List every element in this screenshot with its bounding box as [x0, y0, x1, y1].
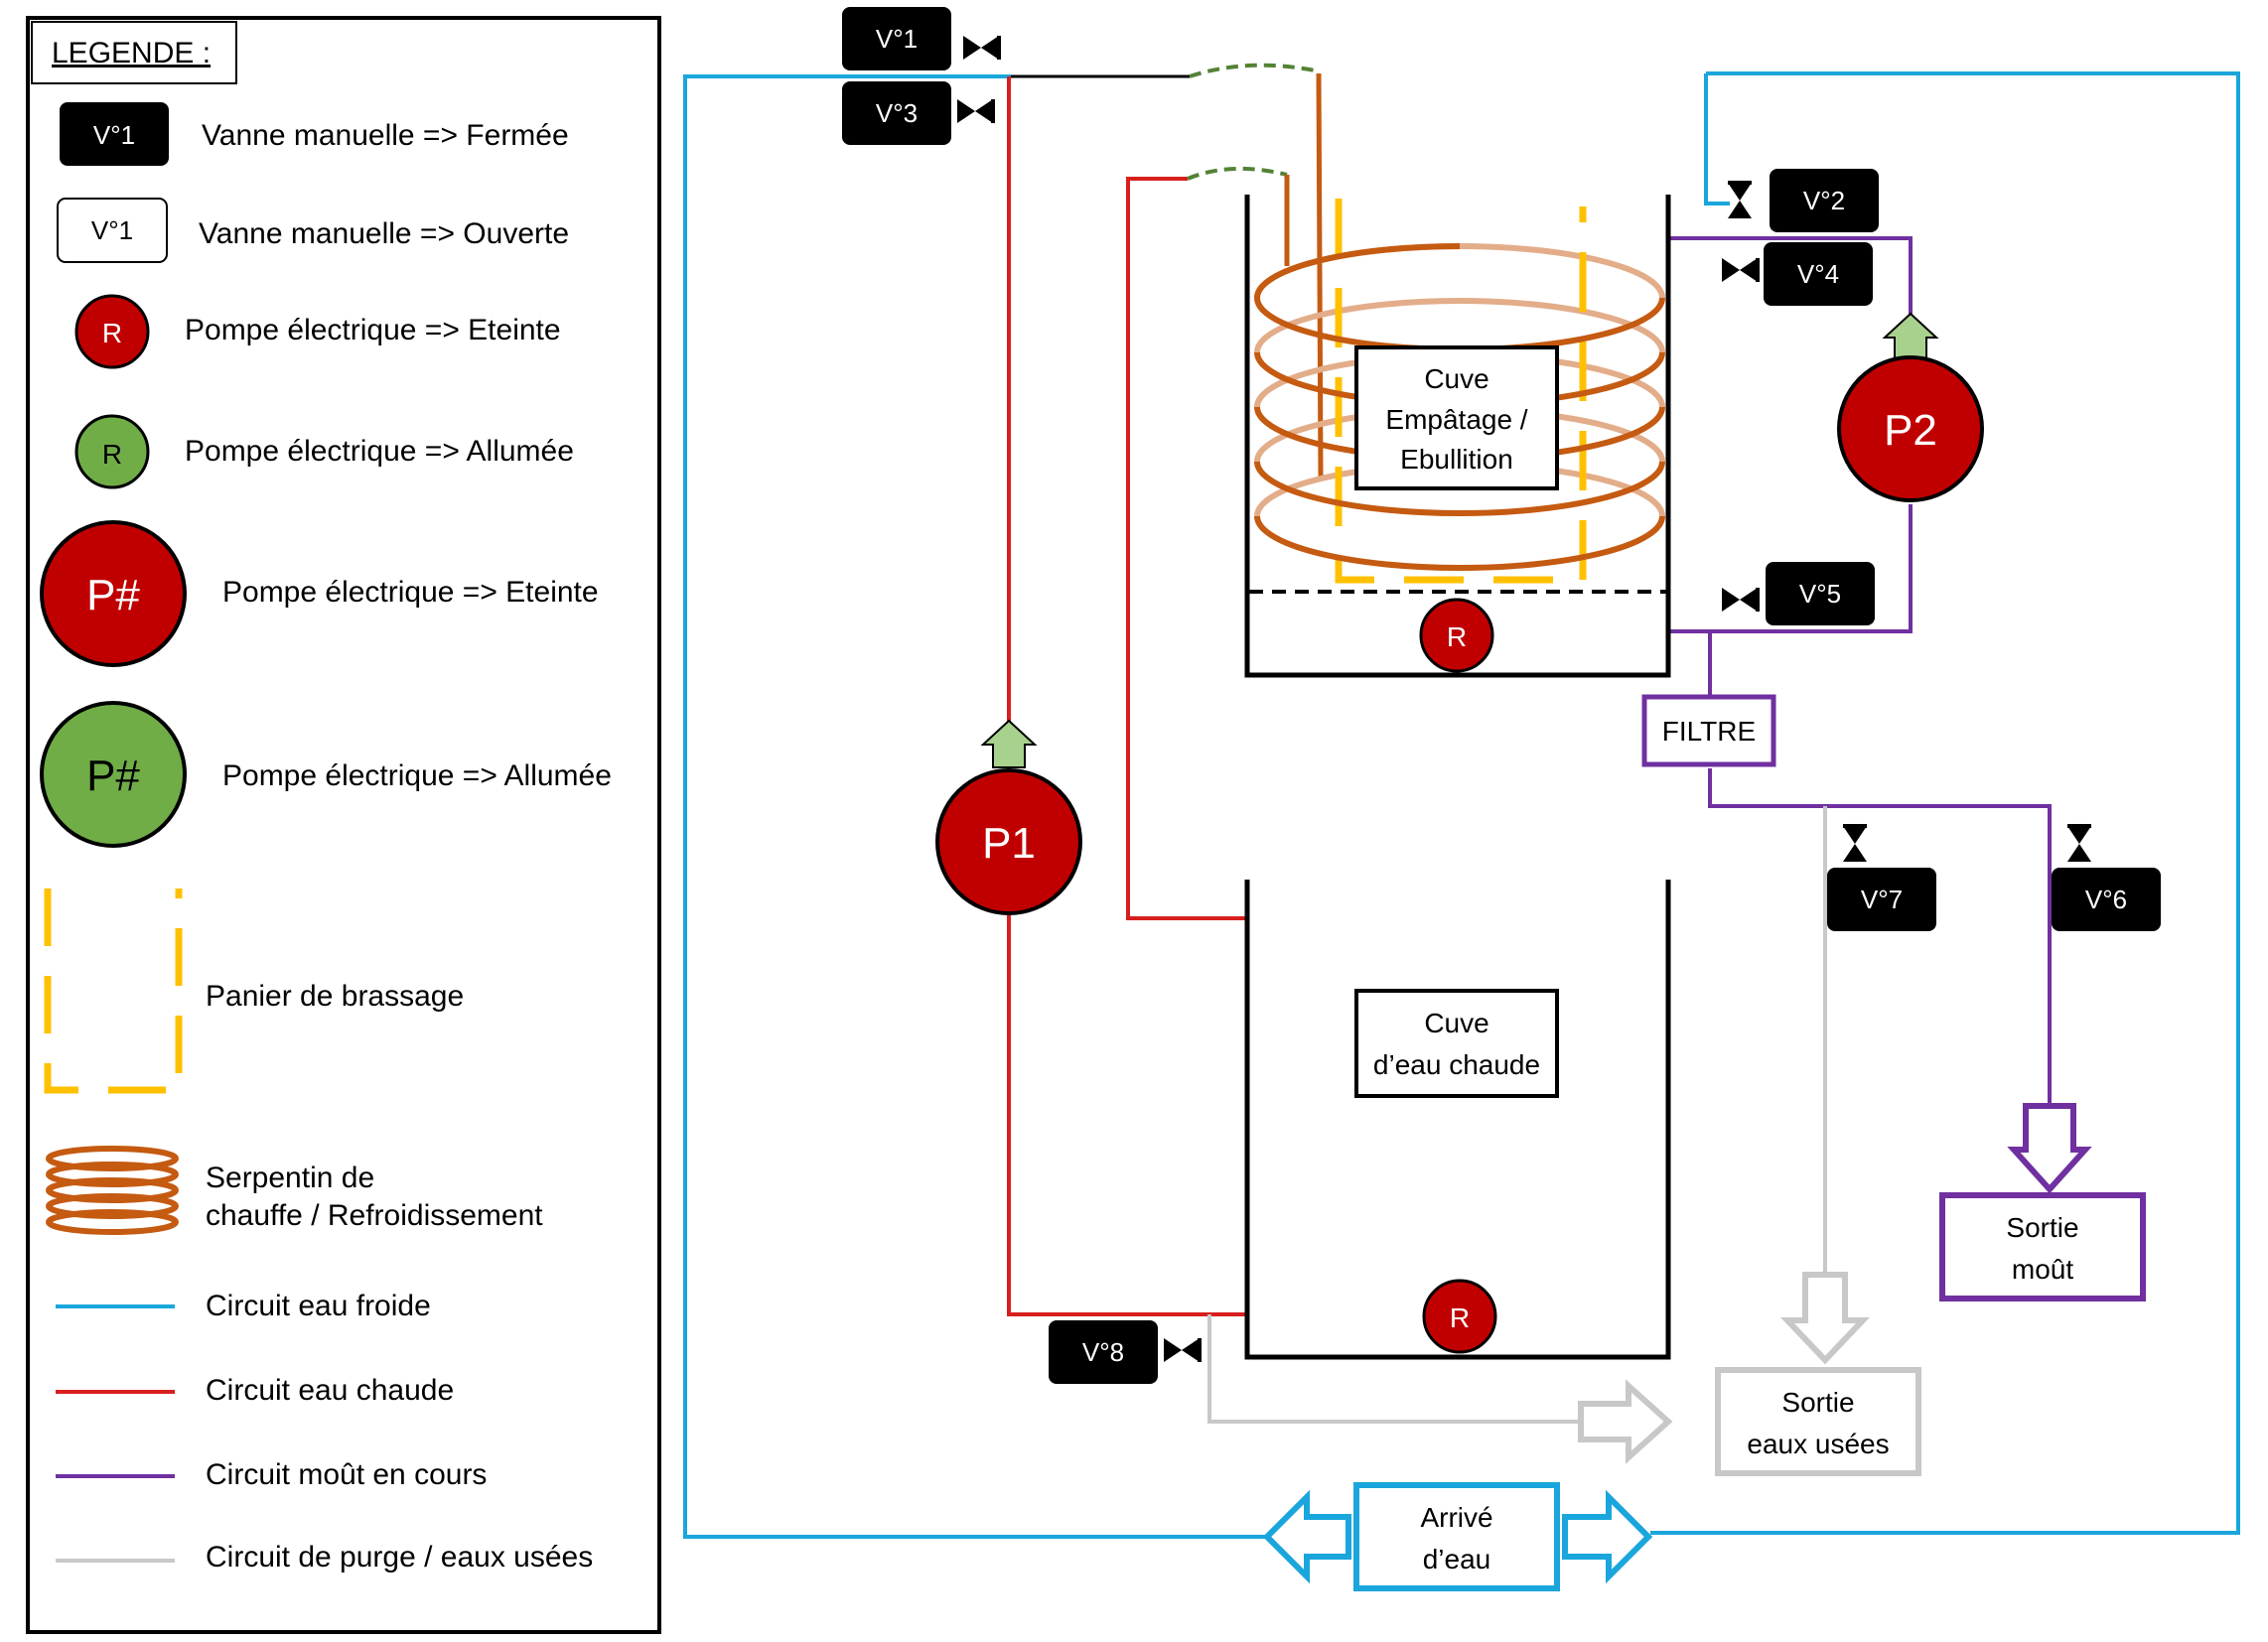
legend-pump-small-off-label: Pompe électrique => Eteinte: [185, 314, 561, 346]
hot-tank-label-line1: Cuve: [1424, 1008, 1488, 1038]
hot-tank-label-line2: d’eau chaude: [1373, 1049, 1540, 1080]
legend-pump-big-off-label: Pompe électrique => Eteinte: [222, 576, 599, 609]
wort-output-label-line1: Sortie: [2006, 1212, 2078, 1243]
valve-v6-label: V°6: [2085, 885, 2127, 914]
valve-v3-label: V°3: [876, 98, 918, 128]
mash-heater-pump: [1419, 598, 1494, 673]
valve-v1-label: V°1: [876, 24, 918, 54]
legend-wort-label: Circuit moût en cours: [206, 1458, 487, 1491]
valve-v6[interactable]: V°6: [2052, 824, 2161, 931]
legend-valve-closed-badge: [60, 102, 169, 166]
water-inlet-label-line1: Arrivé: [1420, 1502, 1492, 1533]
legend-coil-label-line2: chauffe / Refroidissement: [206, 1199, 543, 1232]
valve-v2[interactable]: V°2: [1726, 169, 1879, 232]
legend-pump-small-on-text: R: [102, 439, 122, 470]
valve-v1[interactable]: V°1: [842, 7, 1001, 70]
hot-water-circuit: [1007, 76, 1247, 1316]
legend-waste-label: Circuit de purge / eaux usées: [206, 1541, 593, 1574]
connector-pipes: [1009, 74, 1740, 240]
valve-v7[interactable]: V°7: [1827, 824, 1936, 931]
legend-pump-big-off: [40, 520, 187, 667]
filter-label: FILTRE: [1662, 716, 1756, 747]
mash-tank-label-line1: Cuve: [1424, 363, 1488, 394]
waste-output-label-line2: eaux usées: [1747, 1429, 1889, 1459]
valve-v8-label: V°8: [1082, 1337, 1124, 1367]
water-inlet: Arrivé d’eau: [1262, 1482, 1653, 1591]
legend-pump-big-on-text: P#: [86, 752, 140, 800]
legend-pump-big-off-text: P#: [86, 571, 140, 619]
cold-water-circuit: [683, 71, 2240, 1539]
legend-basket-icon: [44, 889, 183, 1094]
wort-output-label-line2: moût: [2012, 1254, 2073, 1285]
valve-v8[interactable]: V°8: [1049, 1320, 1202, 1384]
legend-valve-open-badge-text: V°1: [91, 215, 133, 245]
legend-coil-icon: [46, 1146, 179, 1235]
coil-pipes: [1187, 63, 1324, 478]
mash-tank: Cuve Empâtage / Ebullition R: [1244, 195, 1671, 678]
legend-panel: LEGENDE : V°1 Vanne manuelle => Fermée V…: [26, 16, 661, 1634]
legend-pump-big-on: [40, 701, 187, 848]
legend-hot-label: Circuit eau chaude: [206, 1374, 454, 1407]
legend-valve-open-badge: [57, 198, 168, 263]
wort-circuit: [1668, 236, 2052, 1106]
wort-output: Sortie moût: [1939, 1103, 2146, 1301]
valve-v5[interactable]: V°5: [1720, 562, 1875, 625]
water-inlet-label-line2: d’eau: [1423, 1544, 1491, 1574]
pump-p1: P1: [935, 719, 1082, 915]
hot-water-tank: Cuve d’eau chaude R: [1244, 880, 1671, 1360]
valve-v2-label: V°2: [1803, 186, 1845, 215]
legend-valve-closed-badge-text: V°1: [93, 120, 135, 150]
hot-tank-heater-pump-text: R: [1450, 1302, 1470, 1333]
valve-v5-label: V°5: [1799, 579, 1841, 609]
legend-cold-label: Circuit eau froide: [206, 1290, 431, 1322]
legend-pump-small-off-text: R: [102, 318, 122, 348]
pump-p2-label: P2: [1884, 406, 1937, 455]
waste-output: Sortie eaux usées: [1578, 1272, 1921, 1476]
legend-pump-big-on-label: Pompe électrique => Allumée: [222, 759, 612, 792]
legend-valve-closed-label: Vanne manuelle => Fermée: [202, 119, 569, 152]
valve-v4[interactable]: V°4: [1720, 242, 1873, 306]
mash-tank-label-line2: Empâtage /: [1385, 404, 1527, 435]
valve-v3[interactable]: V°3: [842, 81, 995, 145]
hot-tank-heater-pump: [1422, 1279, 1497, 1354]
legend-coil-label-line1: Serpentin de: [206, 1162, 374, 1194]
valve-v7-label: V°7: [1861, 885, 1903, 914]
legend-pump-small-on-label: Pompe électrique => Allumée: [185, 435, 574, 468]
mash-tank-label-line3: Ebullition: [1400, 444, 1513, 475]
mash-heater-pump-text: R: [1447, 621, 1467, 652]
pump-p2: P2: [1837, 312, 1984, 502]
pump-p1-label: P1: [982, 819, 1036, 868]
filter: FILTRE: [1641, 694, 1776, 767]
legend-title: LEGENDE :: [52, 37, 211, 69]
legend-basket-label: Panier de brassage: [206, 980, 464, 1013]
legend-pump-small-on: [74, 414, 150, 489]
legend-pump-small-off: [74, 294, 150, 369]
legend-valve-open-label: Vanne manuelle => Ouverte: [199, 217, 569, 250]
waste-circuit: [1207, 806, 1827, 1424]
valve-v4-label: V°4: [1797, 259, 1839, 289]
waste-output-label-line1: Sortie: [1781, 1387, 1854, 1418]
